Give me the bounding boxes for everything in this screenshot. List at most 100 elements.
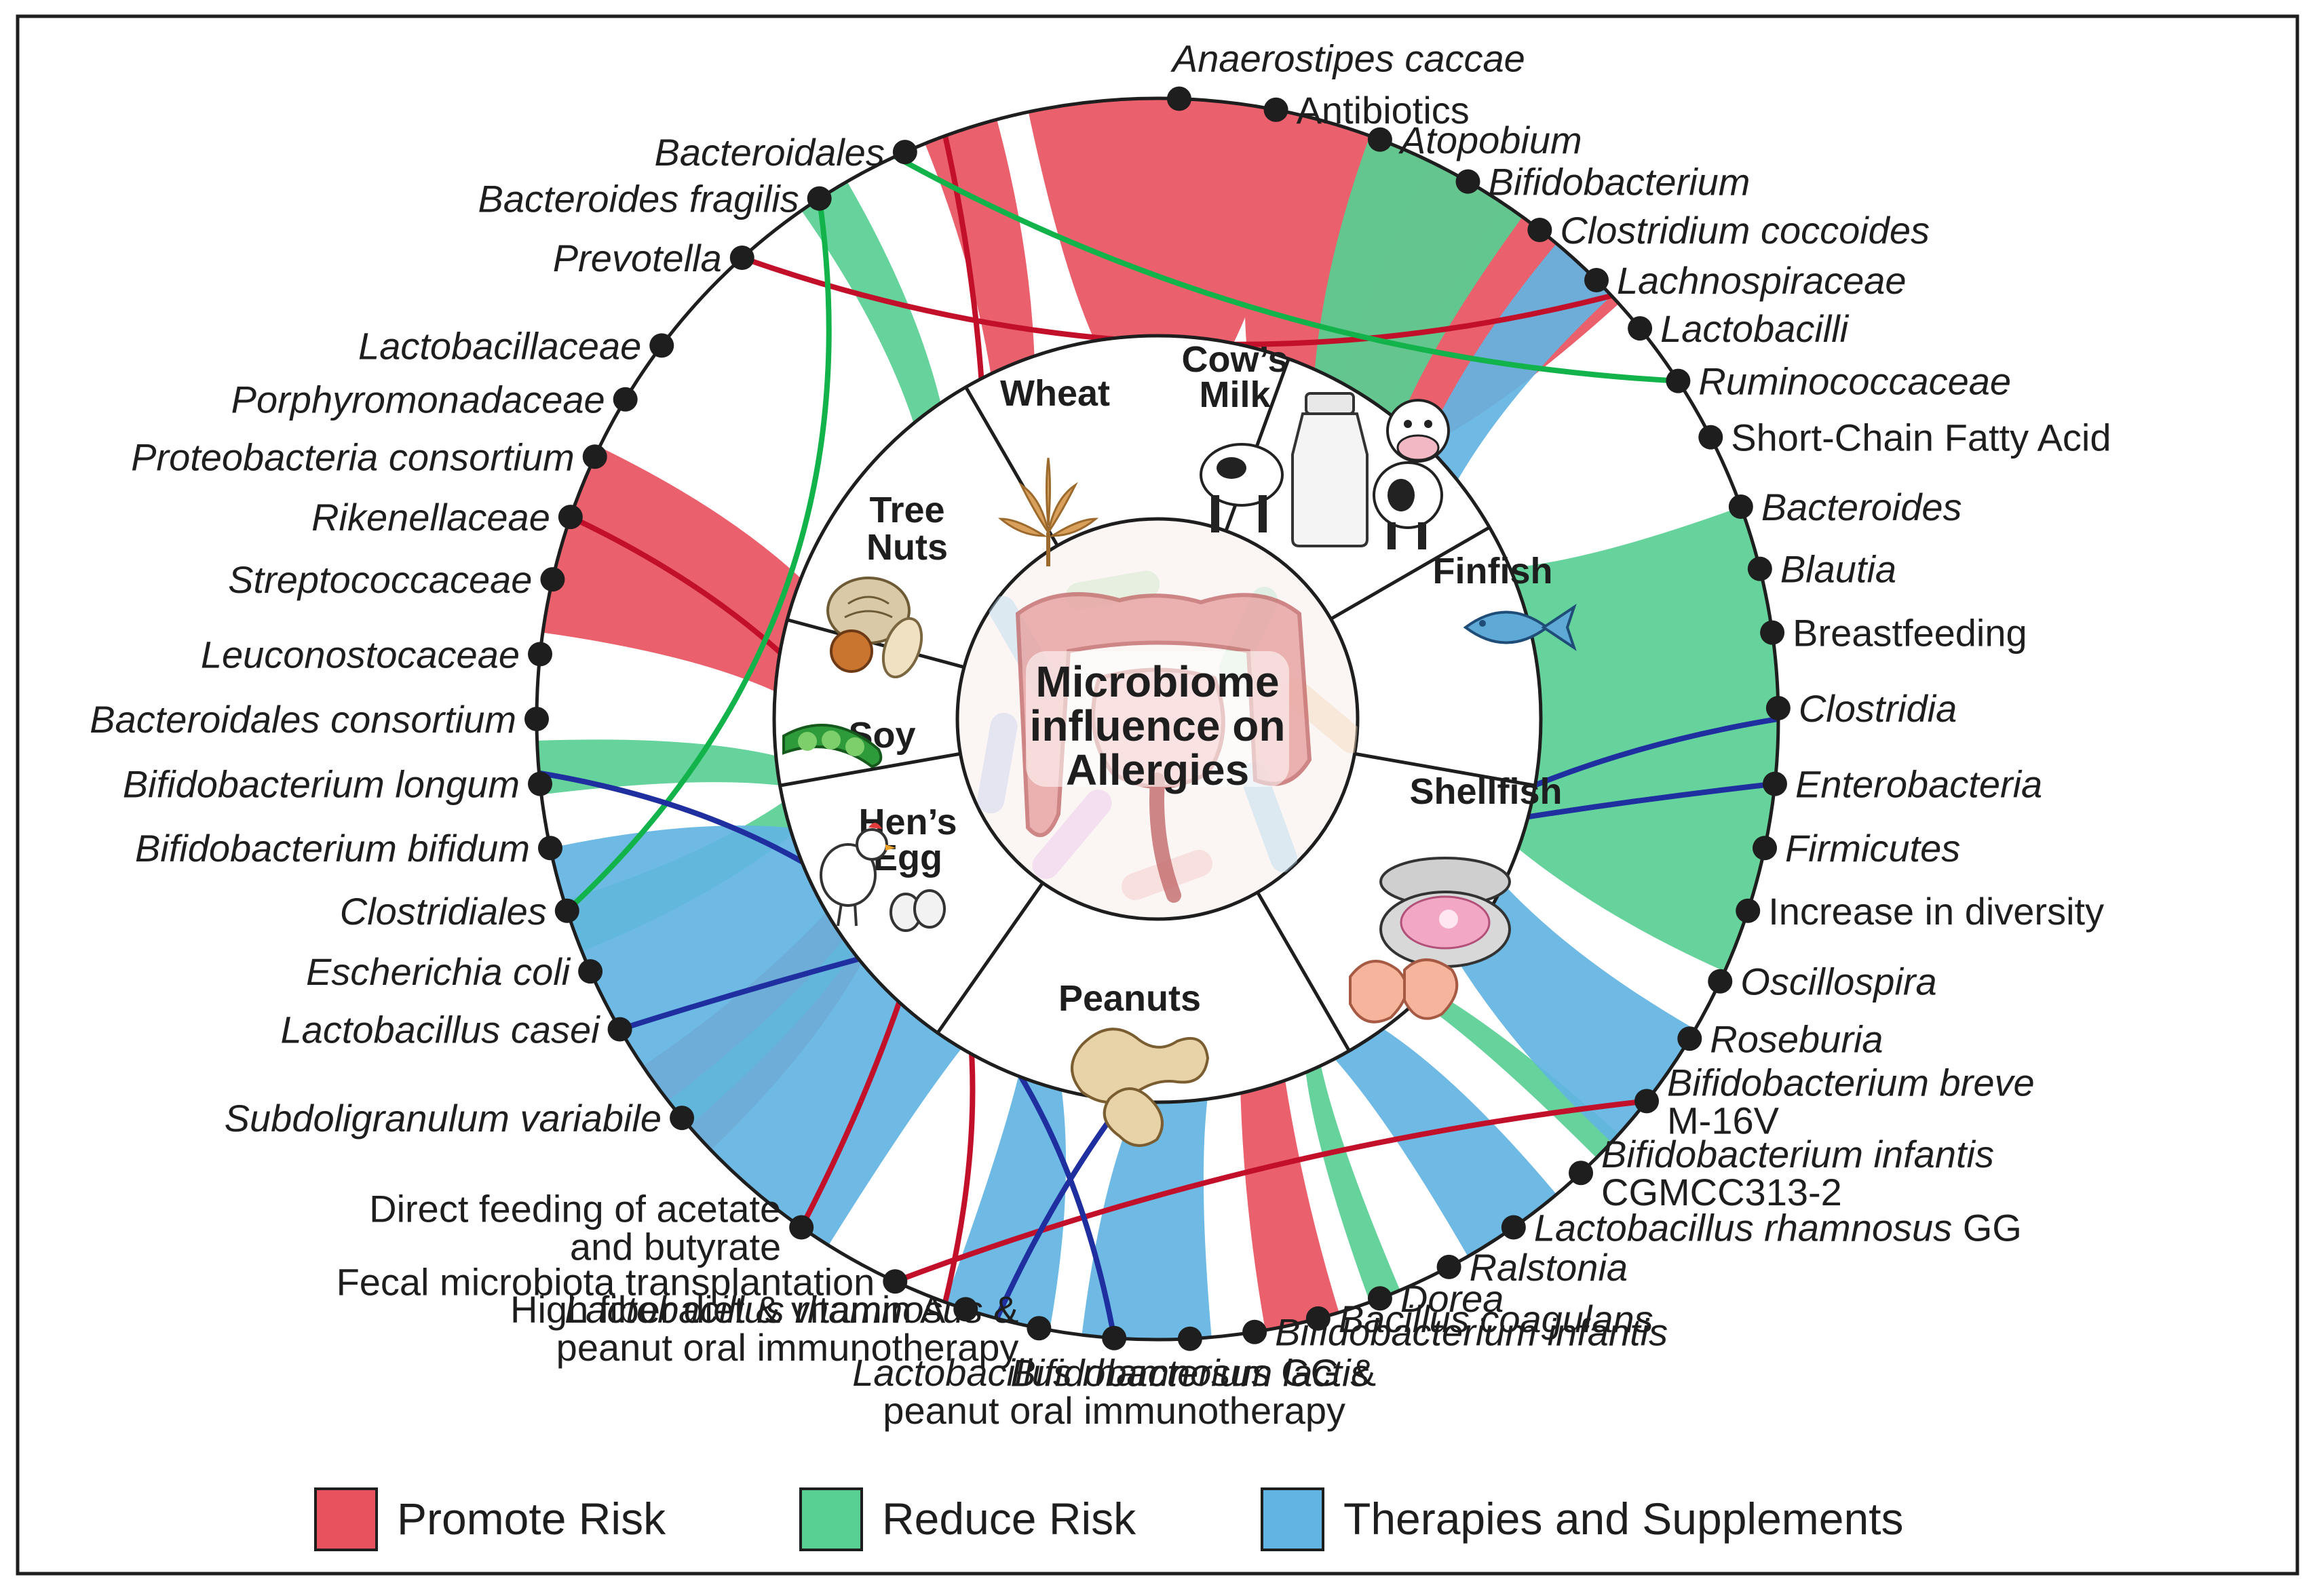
node-label-part: Rikenellaceae xyxy=(311,496,550,539)
node-increase-in-diversity: Increase in diversity xyxy=(1736,890,2104,933)
node-high-fiber-diet-vitamin-a: High fiber diet & vitamin A xyxy=(510,1288,978,1331)
node-label-part: Lactobacillus rhamnosus xyxy=(1534,1207,1952,1249)
node-escherichia-coli: Escherichia coli xyxy=(306,950,603,993)
node-enterobacteria: Enterobacteria xyxy=(1762,763,2042,806)
soybean-icon xyxy=(782,724,883,768)
chord-line-red-4 xyxy=(894,1098,1647,1285)
node-label: Lactobacillus casei xyxy=(281,1009,601,1051)
node-dot xyxy=(670,1106,695,1131)
node-label-part: Bifidobacterium infantis xyxy=(1275,1311,1668,1354)
node-label-part: GG xyxy=(1952,1207,2022,1249)
node-bacteroidales-consortium: Bacteroidales consortium xyxy=(90,698,549,741)
node-label-part: Lactobacillus casei xyxy=(281,1009,601,1051)
node-label-part: Firmicutes xyxy=(1785,827,1960,870)
node-porphyromonadaceae: Porphyromonadaceae xyxy=(231,378,638,421)
chord-line-green-1 xyxy=(565,198,832,913)
node-dot xyxy=(1436,1254,1461,1279)
node-label: Breastfeeding xyxy=(1793,612,2027,655)
category-peanuts: Peanuts xyxy=(1058,978,1201,1019)
node-bacteroidales: Bacteroidales xyxy=(655,131,917,174)
node-dot xyxy=(892,140,917,165)
node-label-part: Bacteroides fragilis xyxy=(478,178,799,220)
peanut-icon xyxy=(1071,1028,1210,1147)
node-dot xyxy=(729,246,754,271)
sector-divider xyxy=(1330,526,1491,621)
legend-item-reduce-risk: Reduce Risk xyxy=(799,1487,1136,1551)
node-label: Leuconostocaceae xyxy=(201,633,520,676)
node-label: Lactobacillus rhamnosus GG & xyxy=(852,1351,1376,1394)
node-dorea: Dorea xyxy=(1367,1277,1504,1320)
node-label: Firmicutes xyxy=(1785,827,1960,870)
node-label-part: Subdoligranulum variabile xyxy=(225,1097,662,1140)
node-label: M-16V xyxy=(1667,1099,1780,1142)
legend-swatch xyxy=(799,1487,863,1551)
node-label-part: Enterobacteria xyxy=(1795,763,2042,806)
node-dot xyxy=(1666,368,1691,393)
node-dot xyxy=(807,186,832,211)
diagram-title-line2: influence on xyxy=(1030,701,1286,750)
node-dot xyxy=(537,836,562,861)
category-label-peanuts: Peanuts xyxy=(1058,978,1201,1019)
node-label-part: Bifidobacterium xyxy=(1489,161,1750,203)
node-label: Increase in diversity xyxy=(1768,890,2104,933)
node-label: Enterobacteria xyxy=(1795,763,2042,806)
sector-divider xyxy=(780,752,961,787)
node-label: Bacteroides xyxy=(1761,486,1962,528)
sector-divider xyxy=(936,882,1044,1034)
node-dot xyxy=(1102,1325,1127,1350)
node-roseburia: Roseburia xyxy=(1677,1017,1883,1060)
node-label-part: Leuconostocaceae xyxy=(201,633,520,676)
legend-item-promote-risk: Promote Risk xyxy=(314,1487,666,1551)
node-label: Clostridium coccoides xyxy=(1560,209,1930,252)
node-label-part: Direct feeding of acetate xyxy=(369,1188,781,1230)
category-label-tree-nuts: Tree xyxy=(869,490,944,530)
node-label-part: Streptococcaceae xyxy=(228,558,532,601)
node-label: Bifidobacterium lactis xyxy=(1010,1352,1369,1395)
node-label: Lactobacillus rhamnosus & xyxy=(565,1288,1018,1331)
node-label: Subdoligranulum variabile xyxy=(225,1097,662,1140)
category-label-tree-nuts: Nuts xyxy=(866,527,948,568)
node-label-part: Porphyromonadaceae xyxy=(231,378,605,421)
legend-swatch xyxy=(314,1487,378,1551)
node-dot xyxy=(1628,316,1653,341)
node-dot xyxy=(1166,86,1191,111)
node-oscillospira: Oscillospira xyxy=(1708,960,1937,1003)
node-rikenellaceae: Rikenellaceae xyxy=(311,496,583,539)
node-lachnospiraceae: Lachnospiraceae xyxy=(1584,259,1907,302)
node-bacillus-coagulans: Bacillus coagulans xyxy=(1305,1298,1653,1340)
node-dot xyxy=(558,505,583,530)
node-label: Antibiotics xyxy=(1297,89,1470,132)
node-dot xyxy=(528,771,553,796)
node-label: Bifidobacterium infantis xyxy=(1601,1133,1994,1175)
node-label: Bacteroidales consortium xyxy=(90,698,516,741)
node-dot xyxy=(1698,425,1723,450)
node-atopobium: Atopobium xyxy=(1367,119,1582,161)
node-label: Rikenellaceae xyxy=(311,496,550,539)
chord-line-green-2 xyxy=(894,154,1679,384)
node-bifidobacterium-longum: Bifidobacterium longum xyxy=(123,763,553,806)
node-label-part: GG & xyxy=(1271,1351,1377,1394)
node-label: Fecal microbiota transplantation xyxy=(337,1260,875,1303)
node-dot xyxy=(524,707,549,731)
category-label-finfish: Finfish xyxy=(1433,551,1553,591)
node-label: Anaerostipes caccae xyxy=(1170,37,1525,80)
node-dot xyxy=(1728,494,1753,520)
node-label-part: Bifidobacterium longum xyxy=(123,763,520,806)
node-label: High fiber diet & vitamin A xyxy=(510,1288,946,1331)
ribbon-dorea xyxy=(1303,961,1619,1302)
diagram-title-line1: Microbiome xyxy=(1035,657,1279,706)
node-dot xyxy=(554,898,579,923)
node-streptococcaceae: Streptococcaceae xyxy=(228,558,565,601)
node-label-part: Proteobacteria consortium xyxy=(131,435,575,478)
sector-divider xyxy=(1354,752,1535,787)
node-label-part: Lactobacillus rhamnosus xyxy=(852,1351,1270,1394)
node-label-part: High fiber diet & vitamin A xyxy=(510,1288,946,1331)
node-dot xyxy=(1747,556,1772,581)
node-dot xyxy=(1708,969,1733,994)
node-dot xyxy=(582,444,607,469)
